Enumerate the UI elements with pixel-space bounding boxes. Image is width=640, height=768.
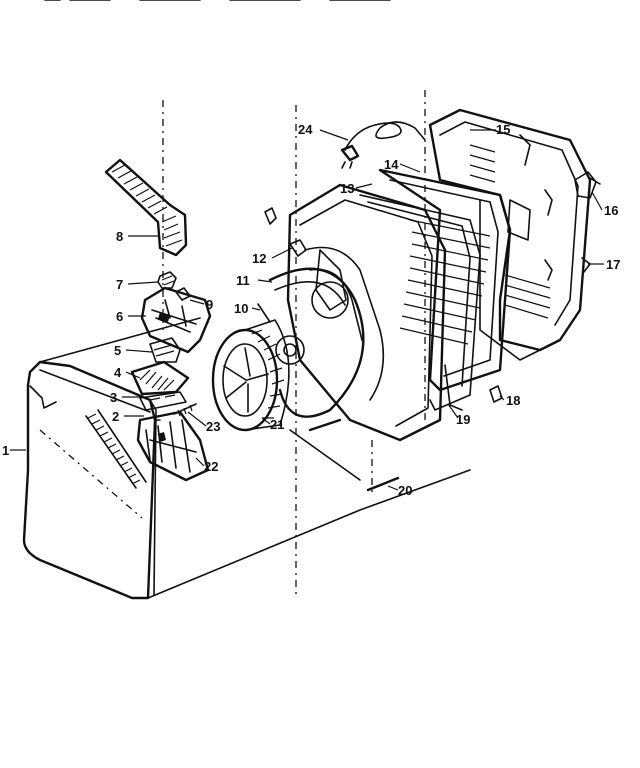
part-8-filter-strip — [104, 158, 188, 257]
callout-18: 18 — [506, 393, 520, 408]
callout-labels: 1 2 3 4 5 6 7 8 9 10 11 12 13 14 15 16 1… — [2, 122, 620, 498]
callout-12: 12 — [252, 251, 266, 266]
callout-3: 3 — [110, 390, 117, 405]
part-10-screw — [257, 303, 271, 323]
callout-4: 4 — [114, 365, 122, 380]
callout-8: 8 — [116, 229, 123, 244]
callout-17: 17 — [606, 257, 620, 272]
part-21-fan-wheel — [211, 319, 305, 432]
callout-5: 5 — [114, 343, 121, 358]
callout-6: 6 — [116, 309, 123, 324]
front-cover-grille — [85, 409, 147, 489]
housing-shell — [39, 317, 471, 599]
callout-9: 9 — [206, 297, 213, 312]
center-lines — [162, 90, 426, 595]
part-20-rod — [308, 418, 400, 492]
callout-14: 14 — [384, 157, 399, 172]
part-13-fan-housing — [286, 183, 447, 442]
callout-21: 21 — [270, 417, 284, 432]
part-12-clip — [264, 207, 307, 257]
part-19-gasket — [444, 364, 463, 411]
callout-16: 16 — [604, 203, 618, 218]
callout-20: 20 — [398, 483, 412, 498]
callout-15: 15 — [496, 122, 510, 137]
part-3-mounting-plate — [139, 391, 187, 411]
callout-13: 13 — [340, 181, 354, 196]
part-18-tab — [489, 385, 503, 403]
callout-23: 23 — [206, 419, 220, 434]
part-23-screw — [173, 403, 197, 417]
callout-2: 2 — [112, 409, 119, 424]
part-2-22-terminal-base — [136, 410, 210, 482]
callout-7: 7 — [116, 277, 123, 292]
part-15-rear-housing — [428, 108, 592, 361]
callout-10: 10 — [234, 301, 248, 316]
part-24-power-cord — [340, 121, 426, 169]
part-5-switch — [149, 337, 181, 363]
part-1-front-cover — [22, 360, 157, 600]
part-16-bracket — [574, 171, 601, 199]
part-14-filter-frame — [359, 168, 512, 411]
part-7-knob — [157, 271, 177, 289]
part-6-9-control-bracket — [140, 286, 212, 354]
callout-19: 19 — [456, 412, 470, 427]
callout-1: 1 — [2, 443, 9, 458]
callout-leaders — [10, 129, 604, 491]
callout-11: 11 — [236, 273, 250, 288]
callout-22: 22 — [204, 459, 218, 474]
callout-24: 24 — [298, 122, 313, 137]
part-4-heater-element — [130, 360, 190, 396]
